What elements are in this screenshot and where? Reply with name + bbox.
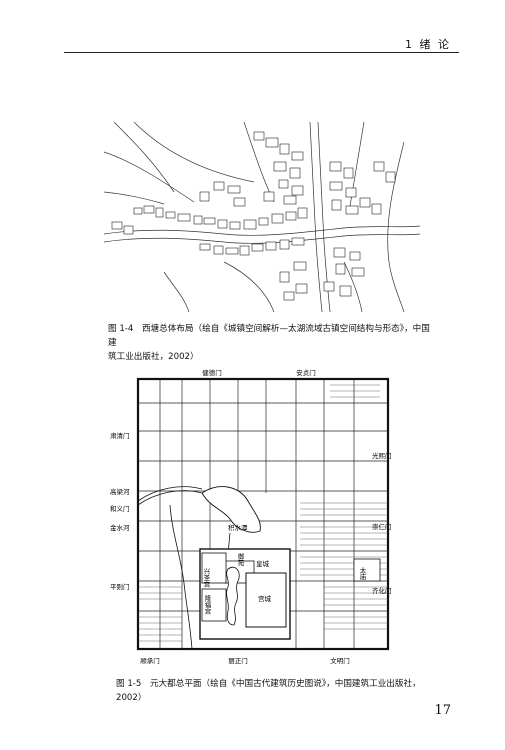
gate-shunchengmen: 顺承门 [140,656,160,665]
gate-heyi: 和义门 [110,504,130,513]
figure-1-5-caption: 图 1-5 元大都总平面（绘自《中国古代建筑历史图说》，中国建筑工业出版社，20… [116,679,421,703]
gate-chongren: 崇仁门 [372,522,392,531]
header-rule [64,52,459,53]
gate-wenming: 文明门 [330,656,350,665]
yuan-dadu-plan-figure: 健德门 安贞门 肃清门 光熙门 和义门 崇仁门 平则门 齐化门 顺承门 丽正门 … [110,363,406,669]
gate-suqing: 肃清门 [110,431,130,440]
label-xingsheng-palace: 兴圣宫 [202,567,210,589]
label-longfu-palace: 隆福宫 [203,594,211,616]
page-number: 17 [434,703,451,718]
gate-anzhen: 安贞门 [296,368,316,377]
gate-lizheng: 丽正门 [228,656,248,665]
figure-1-4-caption-line1: 图 1-4 西塘总体布局（绘自《城镇空间解析—太湖流域古镇空间结构与形态》，中国… [108,324,430,348]
figure-1-4-caption: 图 1-4 西塘总体布局（绘自《城镇空间解析—太湖流域古镇空间结构与形态》，中国… [108,322,438,364]
gate-guangxi: 光熙门 [372,451,392,460]
label-gaoliang-river: 高梁河 [110,487,130,496]
label-jinshui-river: 金水河 [110,523,130,532]
gate-qihua: 齐化门 [372,586,392,595]
label-taimiao: 太庙 [358,566,366,582]
running-head: 1 绪 论 [405,38,451,51]
label-imperial-garden: 御苑 [236,552,244,568]
label-palace-city: 宫城 [258,594,272,603]
xitang-town-plan-figure [103,121,421,313]
label-jishuitan: 积水潭 [228,523,248,532]
gate-pingze: 平则门 [110,582,130,591]
figure-1-4-caption-line2: 筑工业出版社，2002） [108,352,199,362]
gate-jiande: 健德门 [202,368,222,377]
label-imperial-city: 皇城 [256,559,270,568]
